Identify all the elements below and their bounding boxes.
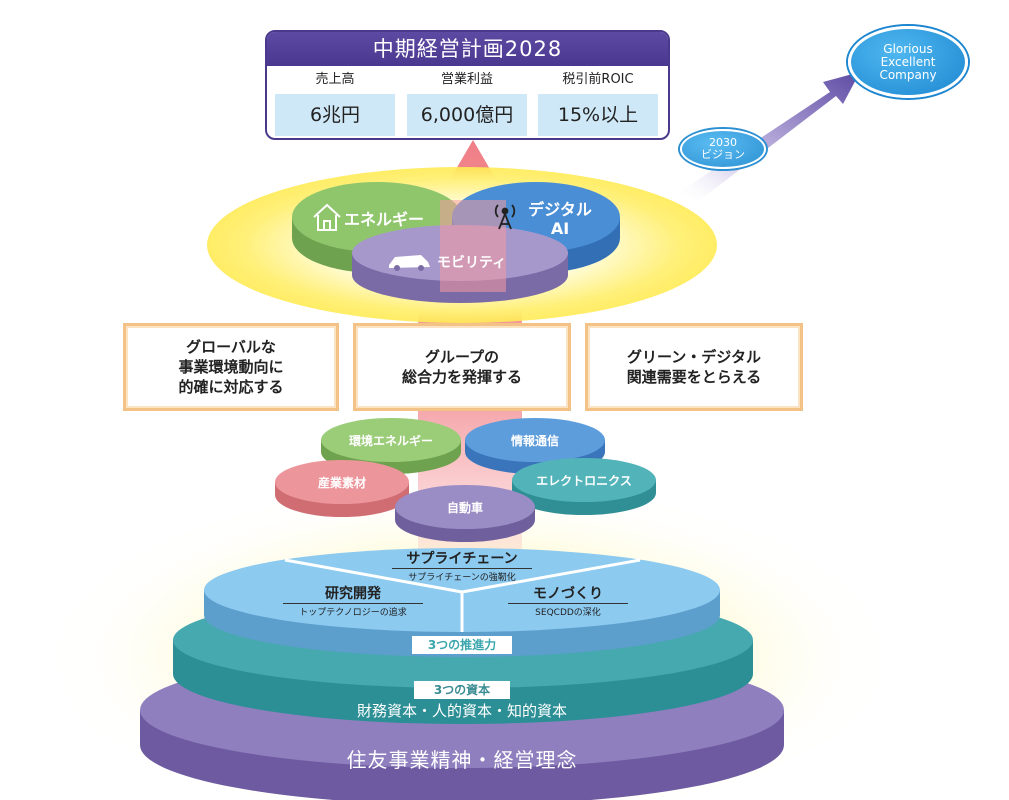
vision-2030-badge: 2030 ビジョン [680,129,766,169]
mobility-label: モビリティ [437,255,507,271]
segment-disc-electronics [512,458,656,502]
segment-label-industrial: 産業素材 [317,476,366,490]
driver-divider [284,558,463,594]
driver-supply-chain: サプライチェーン サプライチェーンの強靭化 [392,548,532,583]
glorious-excellent-company-badge: Glorious Excellent Company [848,26,968,98]
driver-title: 研究開発 [325,586,381,602]
mid-term-plan-box: 中期経営計画2028 売上高 6兆円 営業利益 6,000億円 税引前ROIC … [265,30,670,140]
plan-title: 中期経営計画2028 [267,32,668,66]
driver-monozukuri: モノづくり SEQCDDの深化 [508,583,628,618]
segment-disc-info-comm [465,418,605,462]
car-icon [389,255,430,271]
drivers-tag: 3つの推進力 [412,636,512,654]
strategy-text: グリーン・デジタル 関連需要をとらえる [626,348,762,386]
driver-title: サプライチェーン [406,551,518,567]
segment-disc-automotive [395,485,535,529]
kpi-value: 6,000億円 [407,94,527,136]
foundation-label: 住友事業精神・経営理念 [346,748,578,772]
segment-disc-env-energy [321,418,461,462]
kpi-revenue: 売上高 6兆円 [275,70,395,136]
kpi-label: 税引前ROIC [562,72,634,87]
vision-label: 2030 ビジョン [701,136,745,161]
segment-label-automotive: 自動車 [446,501,483,515]
kpi-value: 15%以上 [538,94,658,136]
house-icon [313,203,341,231]
driver-subtitle: SEQCDDの深化 [508,603,628,618]
strategy-box-global: グローバルな 事業環境動向に 的確に対応する [123,323,339,411]
driver-subtitle: サプライチェーンの強靭化 [392,568,532,583]
segment-disc-industrial [275,460,409,504]
strategy-box-group: グループの 総合力を発揮する [353,323,571,411]
driver-title: モノづくり [533,586,603,602]
segment-label-env-energy: 環境エネルギー [348,434,433,448]
capitals-tag: 3つの資本 [414,681,510,699]
kpi-label: 営業利益 [440,72,493,87]
strategy-text: グループの 総合力を発揮する [401,348,522,386]
driver-divider [461,558,641,594]
digital-ai-label: デジタル AI [528,200,592,238]
strategy-box-green-digital: グリーン・デジタル 関連需要をとらえる [585,323,803,411]
driver-subtitle: トップテクノロジーの追求 [283,603,423,618]
driver-rnd: 研究開発 トップテクノロジーの追求 [283,583,423,618]
energy-label: エネルギー [344,210,425,229]
capitals-list: 財務資本・人的資本・知的資本 [356,702,567,720]
antenna-icon [494,204,516,230]
gec-label: Glorious Excellent Company [879,41,937,82]
strategy-text: グローバルな 事業環境動向に 的確に対応する [178,338,284,396]
kpi-operating-profit: 営業利益 6,000億円 [407,70,527,136]
segment-label-info-comm: 情報通信 [510,434,559,448]
kpi-roic: 税引前ROIC 15%以上 [538,70,658,136]
arrow-overlay [440,200,506,292]
segment-label-electronics: エレクトロニクス [536,474,632,488]
kpi-value: 6兆円 [275,94,395,136]
kpi-label: 売上高 [315,72,355,87]
